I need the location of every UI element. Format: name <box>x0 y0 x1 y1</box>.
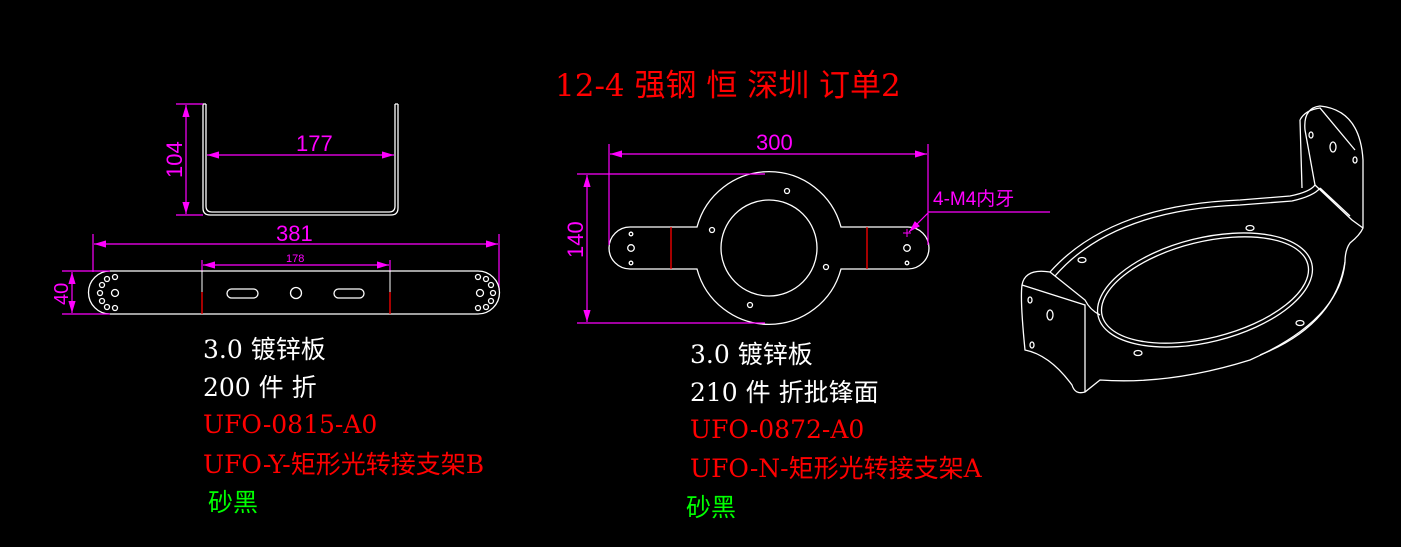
part-a-notes: 3.0 镀锌板 210 件 折批锋面 UFO-0872-A0 UFO-N-矩形光… <box>686 340 983 522</box>
part-b-side-view <box>202 103 399 216</box>
thread-callout-label: 4-M4内牙 <box>933 188 1014 210</box>
dim-label-140: 140 <box>563 221 588 258</box>
drawing-title: 12-4 强钢 恒 深圳 订单2 <box>555 68 901 104</box>
note-quantity: 200 件 折 <box>203 373 317 402</box>
note-part-number: UFO-0815-A0 <box>203 410 377 439</box>
note-part-number: UFO-0872-A0 <box>690 415 864 444</box>
dim-length-300: 300 <box>608 130 929 245</box>
note-part-name: UFO-N-矩形光转接支架A <box>690 454 983 483</box>
dim-label-381: 381 <box>276 221 313 246</box>
dim-label-177: 177 <box>296 131 333 156</box>
note-finish: 砂黑 <box>686 493 736 522</box>
dim-inner-177: 177 <box>207 131 394 159</box>
dim-label-178: 178 <box>286 253 304 265</box>
part-b-flat-view <box>87 270 501 315</box>
dim-height-140: 140 <box>563 173 765 324</box>
note-part-name: UFO-Y-矩形光转接支架B <box>203 450 484 479</box>
part-b-notes: 3.0 镀锌板 200 件 折 UFO-0815-A0 UFO-Y-矩形光转接支… <box>203 335 484 517</box>
dim-label-104: 104 <box>162 141 187 178</box>
dim-width-40: 40 <box>51 270 110 315</box>
part-a-flat-view <box>608 170 930 326</box>
dim-bend-178: 178 <box>201 253 391 272</box>
dim-label-300: 300 <box>756 130 793 155</box>
note-finish: 砂黑 <box>208 488 258 517</box>
note-quantity: 210 件 折批锋面 <box>690 378 879 407</box>
note-material: 3.0 镀锌板 <box>203 335 326 364</box>
part-a-isometric-view <box>1020 105 1364 394</box>
thread-callout: 4-M4内牙 <box>908 188 1050 233</box>
dim-label-40: 40 <box>51 283 73 305</box>
note-material: 3.0 镀锌板 <box>690 340 813 369</box>
dim-height-104: 104 <box>162 103 203 216</box>
dim-length-381: 381 <box>92 221 500 290</box>
